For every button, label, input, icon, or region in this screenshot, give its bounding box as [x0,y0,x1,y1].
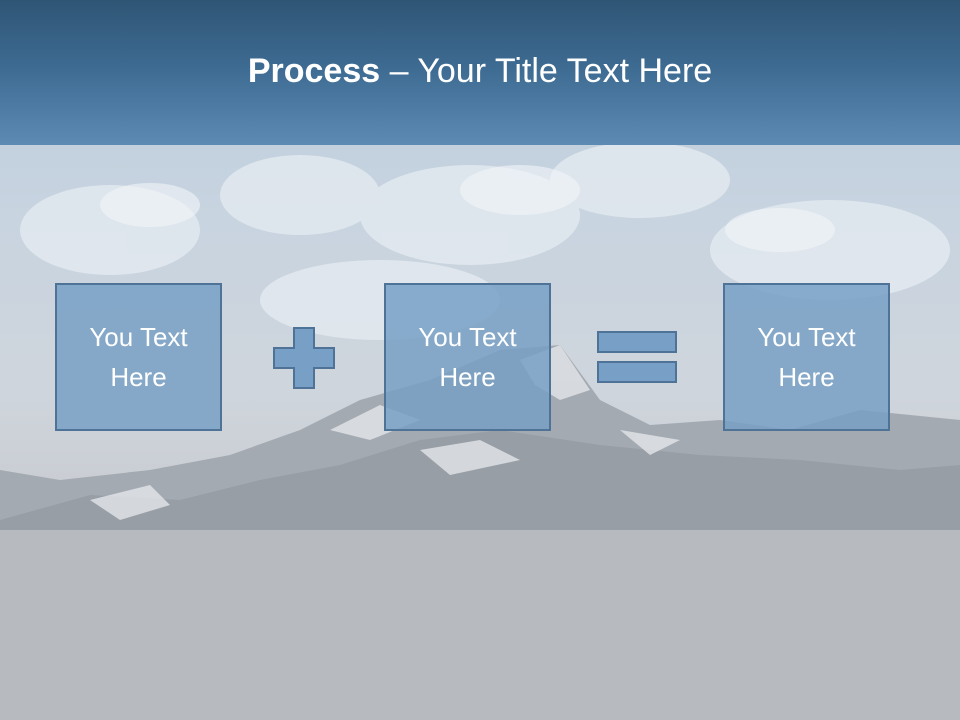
slide-title: Process – Your Title Text Here [0,52,960,91]
process-box-1[interactable]: You Text Here [55,283,222,431]
process-box-2[interactable]: You Text Here [384,283,551,431]
process-box-3-text: You Text Here [757,322,856,392]
equals-icon [597,331,677,383]
title-bold: Process [247,52,381,90]
plus-icon [273,327,335,389]
title-rest: – Your Title Text Here [380,52,713,90]
process-box-3[interactable]: You Text Here [723,283,890,431]
header-band: Process – Your Title Text Here [0,0,960,145]
process-box-1-text: You Text Here [89,322,188,392]
process-box-2-text: You Text Here [418,322,517,392]
